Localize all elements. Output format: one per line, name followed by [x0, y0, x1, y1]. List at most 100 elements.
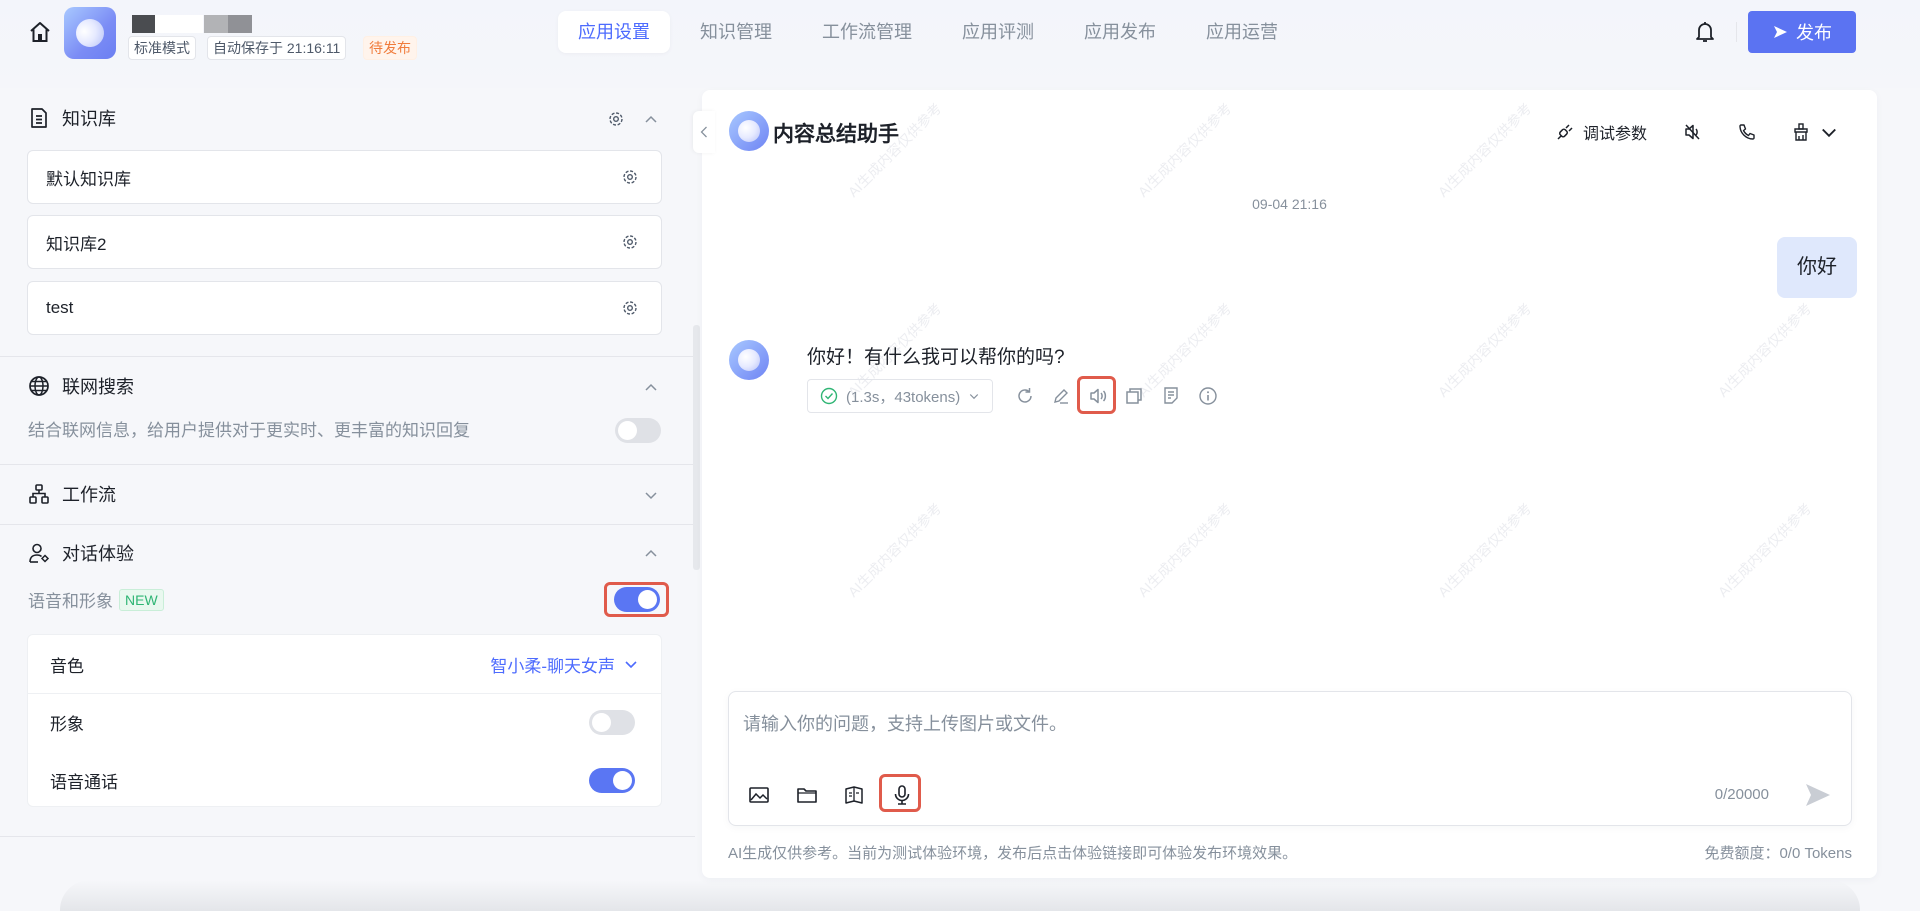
chat-title: 内容总结助手: [773, 123, 899, 146]
knowledge-section-header[interactable]: 知识库: [28, 104, 116, 132]
user-message: 你好: [1777, 237, 1857, 298]
tab-knowledge-management[interactable]: 知识管理: [700, 22, 772, 42]
tab-app-publish[interactable]: 应用发布: [1084, 22, 1156, 42]
publish-label: 发布: [1796, 23, 1832, 43]
globe-icon: [28, 375, 50, 397]
bot-avatar: [729, 111, 769, 151]
avatar-toggle[interactable]: [589, 710, 635, 735]
highlight-box: [1077, 376, 1116, 414]
home-icon[interactable]: [28, 20, 52, 44]
knowledge-base-name: 默认知识库: [46, 169, 131, 189]
knowledge-picker-button[interactable]: [841, 782, 867, 808]
copy-button[interactable]: [1122, 384, 1146, 408]
image-icon: [748, 784, 770, 806]
section-title: 工作流: [62, 485, 116, 505]
highlight-box: [879, 774, 921, 812]
check-circle-icon: [820, 387, 838, 405]
web-search-toggle[interactable]: [615, 418, 661, 443]
voice-call-toggle[interactable]: [589, 768, 635, 793]
regenerate-button[interactable]: [1013, 384, 1037, 408]
new-badge: NEW: [119, 589, 164, 611]
response-stats[interactable]: (1.3s，43tokens): [807, 379, 994, 413]
edit-button[interactable]: [1049, 384, 1073, 408]
collapse-panel-button[interactable]: [693, 111, 715, 153]
divider: [0, 836, 695, 837]
gear-icon[interactable]: [621, 233, 639, 251]
knowledge-base-item[interactable]: test: [27, 281, 662, 335]
phone-icon: [1737, 122, 1757, 142]
document-edit-icon: [1161, 386, 1181, 406]
divider: [0, 464, 695, 465]
tab-app-evaluation[interactable]: 应用评测: [962, 22, 1034, 42]
avatar-label: 形象: [50, 714, 84, 734]
knowledge-base-item[interactable]: 知识库2: [27, 215, 662, 269]
tab-workflow-management[interactable]: 工作流管理: [822, 22, 912, 42]
tab-app-settings[interactable]: 应用设置: [558, 11, 670, 53]
mute-button[interactable]: [1683, 122, 1703, 142]
voice-call-row: 语音通话: [28, 751, 661, 809]
highlight-box: [604, 582, 669, 617]
debug-params-label: 调试参数: [1582, 126, 1647, 143]
dialog-experience-section-header[interactable]: 对话体验: [28, 539, 134, 567]
watermark: AI生成内容仅供参考: [1434, 100, 1535, 200]
clear-chat-menu[interactable]: [1791, 122, 1839, 142]
chevron-up-icon[interactable]: [643, 545, 659, 561]
chevron-down-icon: [1819, 122, 1839, 142]
chat-input[interactable]: [743, 710, 1743, 750]
bell-icon[interactable]: [1694, 20, 1716, 44]
settings-panel: 知识库 默认知识库 知识库2 test 联网搜索 结合联网信息，给用户提供对于更…: [0, 88, 695, 911]
knowledge-base-name: test: [46, 298, 74, 317]
message-timestamp: 09-04 21:16: [1252, 196, 1327, 212]
stats-text: (1.3s，43tokens): [846, 388, 961, 406]
publish-button[interactable]: 发布: [1748, 11, 1856, 53]
gear-icon[interactable]: [621, 168, 639, 186]
bot-avatar: [729, 340, 769, 380]
divider: [28, 693, 661, 694]
disclaimer-note: AI生成仅供参考。当前为测试体验环境，发布后点击体验链接即可体验发布环境效果。: [728, 845, 1298, 862]
chevron-up-icon[interactable]: [643, 379, 659, 395]
voice-select[interactable]: 智小柔-聊天女声: [490, 635, 639, 693]
knowledge-base-item[interactable]: 默认知识库: [27, 150, 662, 204]
app-name-redacted: [155, 15, 203, 33]
pen-icon: [1051, 386, 1071, 406]
mode-tag: 标准模式: [128, 36, 196, 60]
tab-app-operation[interactable]: 应用运营: [1206, 22, 1278, 42]
gear-icon[interactable]: [607, 110, 625, 128]
voice-call-button[interactable]: [1737, 122, 1757, 142]
chevron-up-icon[interactable]: [643, 111, 659, 127]
web-search-description: 结合联网信息，给用户提供对于更实时、更丰富的知识回复: [28, 421, 470, 440]
gear-icon[interactable]: [621, 299, 639, 317]
web-search-section-header[interactable]: 联网搜索: [28, 372, 134, 400]
status-badge: 待发布: [363, 36, 417, 60]
note-button[interactable]: [1159, 384, 1183, 408]
watermark: AI生成内容仅供参考: [1714, 300, 1815, 400]
app-logo: [64, 7, 116, 59]
upload-file-button[interactable]: [794, 782, 820, 808]
top-bar: 标准模式 自动保存于 21:16:11 待发布 应用设置 知识管理 工作流管理 …: [0, 0, 1920, 88]
bottom-shadow: [60, 880, 1860, 911]
copy-icon: [1124, 386, 1144, 406]
info-button[interactable]: [1196, 384, 1220, 408]
watermark: AI生成内容仅供参考: [844, 500, 945, 600]
scrollbar[interactable]: [693, 325, 700, 570]
upload-image-button[interactable]: [746, 782, 772, 808]
voice-avatar-toggle[interactable]: [614, 587, 660, 612]
debug-params-button[interactable]: 调试参数: [1555, 120, 1647, 144]
voice-input-button[interactable]: [889, 782, 915, 808]
watermark: AI生成内容仅供参考: [1434, 300, 1535, 400]
voice-row: 音色 智小柔-聊天女声: [28, 635, 661, 693]
char-count: 0/20000: [1714, 786, 1769, 803]
send-button[interactable]: [1803, 780, 1833, 810]
app-name-redacted: [204, 15, 228, 33]
knowledge-base-name: 知识库2: [46, 234, 107, 254]
broom-icon: [1791, 122, 1811, 142]
read-aloud-button[interactable]: [1086, 384, 1110, 408]
chevron-down-icon[interactable]: [643, 487, 659, 503]
divider: [0, 356, 695, 357]
send-icon: [1772, 24, 1788, 40]
user-settings-icon: [28, 542, 50, 564]
workflow-icon: [28, 483, 50, 505]
plug-icon: [1555, 122, 1575, 142]
speaker-icon: [1088, 386, 1108, 406]
workflow-section-header[interactable]: 工作流: [28, 480, 116, 508]
